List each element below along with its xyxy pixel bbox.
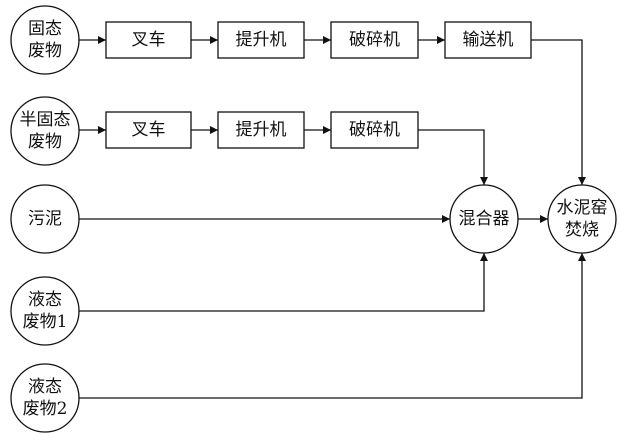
liquid-waste-2-node [10,363,80,433]
row2-forklift-box [105,111,192,149]
mixer-node [449,184,519,254]
liquid-waste-1-node [10,276,80,346]
row2-crusher-box [330,111,419,149]
row1-conveyor-box [444,21,532,59]
row1-hoist-box [217,21,305,59]
solid-waste-node [10,5,80,75]
row1-forklift-box [105,21,192,59]
arrow-liquid2-to-kiln [79,253,586,399]
semi-solid-waste-node [10,96,80,166]
row2-hoist-box [217,111,305,149]
arrow-conveyor-to-kiln [531,39,586,185]
cement-kiln-node [547,184,617,254]
arrow-liquid1-to-mixer [79,253,488,312]
arrow-crusher2-to-mixer [418,129,488,185]
row1-crusher-box [330,21,419,59]
sludge-node [10,184,80,254]
